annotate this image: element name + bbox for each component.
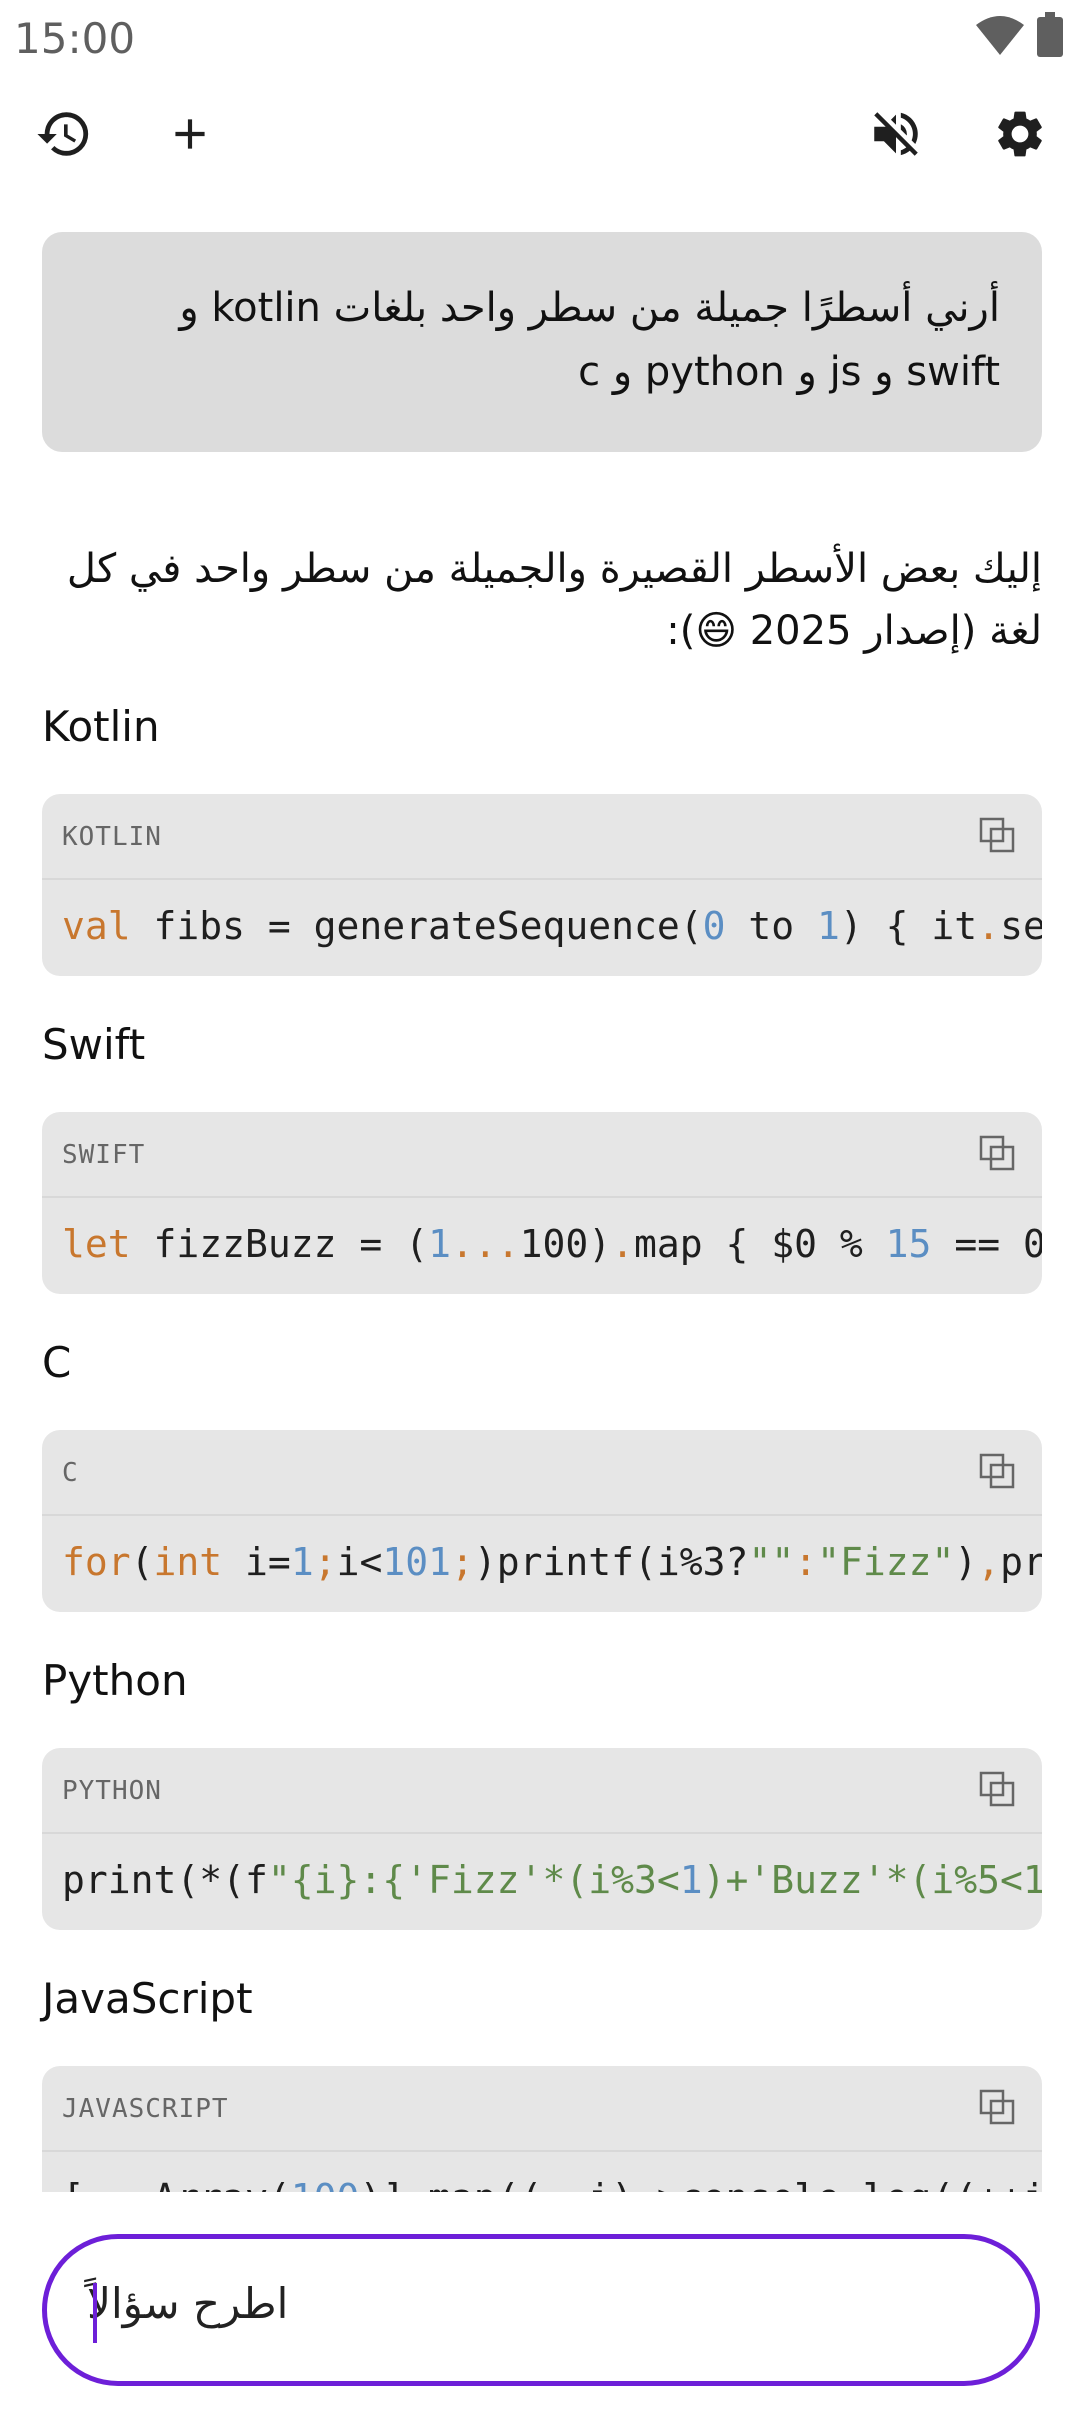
code-block-c: C for(int i=1;i<101;)printf(i%3?"":"Fizz…	[42, 1430, 1042, 1612]
user-message-bubble: أرني أسطرًا جميلة من سطر واحد بلغات kotl…	[42, 232, 1042, 452]
section-heading-kotlin: Kotlin	[42, 702, 160, 751]
plus-icon	[165, 109, 215, 164]
section-heading-swift: Swift	[42, 1020, 146, 1069]
code-block-python: PYTHON print(*(f"{i}:{'Fizz'*(i%3<1)+'Bu…	[42, 1748, 1042, 1930]
copy-icon	[979, 2089, 1015, 2130]
status-bar: 15:00	[0, 0, 1080, 80]
code-line: [...Array(100)].map((_,i)=>console.log((…	[62, 2176, 1042, 2192]
toolbar	[0, 88, 1080, 184]
code-language-label: PYTHON	[62, 1776, 162, 1806]
code-line: val fibs = generateSequence(0 to 1) { it…	[62, 904, 1042, 948]
code-language-label: SWIFT	[62, 1140, 146, 1170]
code-line: for(int i=1;i<101;)printf(i%3?"":"Fizz")…	[62, 1540, 1042, 1584]
section-heading-c: C	[42, 1338, 72, 1387]
code-header: C	[42, 1430, 1042, 1516]
mute-button[interactable]	[848, 88, 944, 184]
assistant-intro-text: إليك بعض الأسطر القصيرة والجميلة من سطر …	[66, 546, 1042, 654]
text-caret	[93, 2283, 97, 2343]
status-time: 15:00	[14, 14, 136, 63]
new-chat-button[interactable]	[142, 88, 238, 184]
section-heading-javascript: JavaScript	[42, 1974, 253, 2023]
copy-code-button[interactable]	[972, 812, 1022, 862]
wifi-icon	[974, 13, 1026, 62]
code-line: let fizzBuzz = (1...100).map { $0 % 15 =…	[62, 1222, 1042, 1266]
copy-icon	[979, 1453, 1015, 1494]
code-language-label: C	[62, 1458, 79, 1488]
copy-code-button[interactable]	[972, 2084, 1022, 2134]
copy-icon	[979, 1135, 1015, 1176]
code-line: print(*(f"{i}:{'Fizz'*(i%3<1)+'Buzz'*(i%…	[62, 1858, 1042, 1902]
battery-icon	[1036, 12, 1064, 63]
status-icons	[974, 12, 1064, 63]
question-input-box[interactable]: اطرح سؤالاً	[42, 2234, 1040, 2386]
gear-icon	[992, 106, 1048, 167]
copy-code-button[interactable]	[972, 1448, 1022, 1498]
code-header: PYTHON	[42, 1748, 1042, 1834]
code-block-swift: SWIFT let fizzBuzz = (1...100).map { $0 …	[42, 1112, 1042, 1294]
history-button[interactable]	[16, 88, 112, 184]
copy-code-button[interactable]	[972, 1130, 1022, 1180]
code-language-label: KOTLIN	[62, 822, 162, 852]
history-icon	[35, 105, 93, 168]
code-header: SWIFT	[42, 1112, 1042, 1198]
code-block-javascript: JAVASCRIPT [...Array(100)].map((_,i)=>co…	[42, 2066, 1042, 2192]
code-header: KOTLIN	[42, 794, 1042, 880]
input-area: اطرح سؤالاً	[0, 2192, 1080, 2424]
chat-scroll-area[interactable]: أرني أسطرًا جميلة من سطر واحد بلغات kotl…	[0, 200, 1080, 2192]
code-language-label: JAVASCRIPT	[62, 2094, 229, 2124]
question-input[interactable]: اطرح سؤالاً	[87, 2279, 289, 2328]
section-heading-python: Python	[42, 1656, 188, 1705]
code-header: JAVASCRIPT	[42, 2066, 1042, 2152]
code-block-kotlin: KOTLIN val fibs = generateSequence(0 to …	[42, 794, 1042, 976]
copy-icon	[979, 817, 1015, 858]
copy-icon	[979, 1771, 1015, 1812]
copy-code-button[interactable]	[972, 1766, 1022, 1816]
settings-button[interactable]	[972, 88, 1068, 184]
volume-off-icon	[867, 105, 925, 168]
